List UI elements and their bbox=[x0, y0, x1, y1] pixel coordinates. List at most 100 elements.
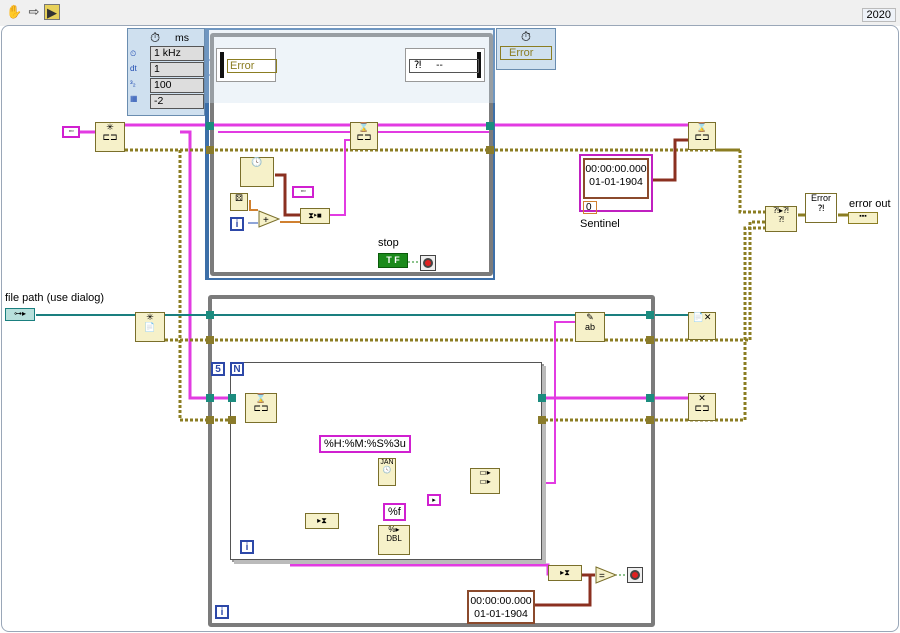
add-icon: + bbox=[258, 210, 281, 228]
sentinel-timestamp[interactable]: 00:00:00.000 01-01-1904 bbox=[583, 158, 649, 199]
toolbar: ✋ ⇨ ▶ 2020 bbox=[0, 0, 900, 26]
release-queue-icon: ✕⊏⊐ bbox=[694, 393, 710, 413]
release-queue-node[interactable]: ✕⊏⊐ bbox=[688, 393, 716, 421]
file-path-control[interactable]: ⊶▸ bbox=[5, 308, 35, 321]
tab-constant[interactable]: ▸ bbox=[427, 494, 441, 506]
unbundle-node[interactable]: ▸⧗ bbox=[305, 513, 339, 529]
right-data-node[interactable]: ⁈ -- bbox=[405, 48, 485, 82]
svg-text:+: + bbox=[263, 215, 269, 226]
tunnel bbox=[486, 146, 494, 154]
tunnel bbox=[228, 394, 236, 402]
offset-field[interactable]: 100 bbox=[150, 78, 204, 93]
stop-icon bbox=[423, 258, 433, 268]
concatenate-icon: ▭▸▭▸ bbox=[479, 468, 491, 486]
sentinel-value[interactable]: 0 bbox=[583, 201, 597, 214]
stop-terminal[interactable] bbox=[420, 255, 436, 271]
clock-icon-right: ⏱ bbox=[520, 29, 532, 44]
close-file-icon: 📄✕ bbox=[692, 312, 712, 322]
unbundle-compare-icon: ▸⧗ bbox=[560, 568, 570, 577]
enqueue-sentinel-node[interactable]: ⌛⊏⊐ bbox=[688, 122, 716, 150]
right-timed-panel[interactable]: ⏱ Error bbox=[496, 28, 556, 70]
version-badge: 2020 bbox=[861, 8, 896, 22]
dequeue-indicator: ⁈ -- bbox=[409, 59, 479, 73]
loop-count-terminal: N bbox=[230, 362, 244, 376]
tunnel bbox=[646, 336, 654, 344]
tunnel bbox=[646, 394, 654, 402]
file-path-label: file path (use dialog) bbox=[5, 292, 105, 304]
clock-icon: ⏱ bbox=[150, 30, 161, 45]
offset-icon: ³₂ bbox=[130, 79, 136, 88]
stop-label: stop bbox=[378, 237, 399, 249]
timed-loop-frame[interactable] bbox=[205, 28, 495, 280]
bottom-date: 01-01-1904 bbox=[474, 608, 528, 620]
tunnel bbox=[646, 416, 654, 424]
unbundle-icon: ▸⧗ bbox=[317, 516, 327, 525]
sentinel-cluster[interactable]: 00:00:00.000 01-01-1904 0 bbox=[579, 154, 653, 214]
timing-source-field[interactable]: 1 kHz bbox=[150, 46, 204, 61]
bottom-timestamp-constant[interactable]: 00:00:00.000 01-01-1904 bbox=[467, 590, 535, 624]
error-handler-icon: Error⁈ bbox=[811, 193, 831, 213]
timing-source-icon: ⏲ bbox=[130, 49, 137, 58]
run-icon[interactable]: ▶ bbox=[44, 4, 60, 20]
timed-loop-config-panel[interactable]: ⏱ ms ⏲ dt ³₂ ▦ 1 kHz 1 100 -2 bbox=[127, 28, 205, 116]
iteration-terminal-top: i bbox=[230, 217, 244, 231]
unbundle-compare-node[interactable]: ▸⧗ bbox=[548, 565, 582, 581]
priority-field[interactable]: -2 bbox=[150, 94, 204, 109]
tunnel bbox=[206, 122, 214, 130]
file-icon: ✳📄 bbox=[144, 312, 156, 332]
concatenate-strings-node[interactable]: ▭▸▭▸ bbox=[470, 468, 500, 494]
enqueue-sentinel-icon: ⌛⊏⊐ bbox=[694, 122, 710, 142]
tunnel bbox=[206, 336, 214, 344]
time-format-constant[interactable]: %H:%M:%S%3u bbox=[319, 435, 411, 453]
random-number-node[interactable]: ⚄ bbox=[230, 193, 248, 211]
while-loop-bottom-frame[interactable] bbox=[208, 295, 655, 627]
dequeue-node[interactable]: ⌛⊏⊐ bbox=[245, 393, 277, 423]
close-file-node[interactable]: 📄✕ bbox=[688, 312, 716, 340]
equal-node[interactable]: = bbox=[595, 566, 618, 584]
cluster-constant[interactable]: ▫▫ bbox=[292, 186, 314, 198]
format-time-node[interactable]: JAN🕓 bbox=[378, 458, 396, 486]
write-file-icon: ✎ab bbox=[584, 312, 595, 332]
dt-field[interactable]: 1 bbox=[150, 62, 204, 77]
priority-icon: ▦ bbox=[130, 94, 138, 103]
tunnel bbox=[538, 394, 546, 402]
add-node[interactable]: + bbox=[258, 210, 281, 228]
while-loop-frame[interactable] bbox=[210, 33, 493, 276]
loop-count-constant[interactable]: 5 bbox=[211, 362, 225, 376]
iteration-terminal-bottom: i bbox=[215, 605, 229, 619]
timed-row-symbols: ⏲ dt ³₂ ▦ bbox=[130, 46, 138, 106]
error-cluster-left: Error bbox=[227, 59, 277, 73]
number-format-constant[interactable]: %f bbox=[383, 503, 406, 521]
simple-error-handler-node[interactable]: Error⁈ bbox=[805, 193, 837, 223]
stop-constant[interactable]: T F bbox=[378, 253, 408, 268]
obtain-queue-icon: ✳⊏⊐ bbox=[102, 122, 118, 142]
open-file-node[interactable]: ✳📄 bbox=[135, 312, 165, 342]
hand-tool-icon[interactable]: ✋ bbox=[6, 4, 23, 19]
arrow-icon[interactable]: ⇨ bbox=[28, 4, 40, 19]
bottom-time: 00:00:00.000 bbox=[470, 595, 532, 607]
tunnel bbox=[538, 416, 546, 424]
equal-icon: = bbox=[595, 566, 618, 584]
error-cluster-right: Error bbox=[500, 46, 552, 60]
get-time-node[interactable]: 🕓 bbox=[240, 157, 274, 187]
tunnel bbox=[206, 416, 214, 424]
format-into-string-node[interactable]: %▸DBL bbox=[378, 525, 410, 555]
bottom-stop-terminal[interactable] bbox=[627, 567, 643, 583]
timed-loop-unit: ms bbox=[175, 32, 189, 44]
write-text-file-node[interactable]: ✎ab bbox=[575, 312, 605, 342]
dice-icon: ⚄ bbox=[235, 193, 243, 203]
queue-type-constant[interactable]: ▫▫ bbox=[62, 126, 80, 138]
tunnel bbox=[646, 311, 654, 319]
merge-errors-node[interactable]: ⁈▸⁈⁈ bbox=[765, 206, 797, 232]
dequeue-status-icon: ⁈ bbox=[414, 60, 422, 71]
error-out-indicator[interactable]: ▪▪▪ bbox=[848, 212, 878, 224]
sentinel-label: Sentinel bbox=[580, 218, 620, 230]
svg-text:=: = bbox=[599, 571, 605, 582]
tunnel bbox=[228, 416, 236, 424]
dequeue-icon: ⌛⊏⊐ bbox=[253, 393, 269, 413]
bundle-node[interactable]: ⧗▸■ bbox=[300, 208, 330, 224]
obtain-queue-node[interactable]: ✳⊏⊐ bbox=[95, 122, 125, 152]
enqueue-node[interactable]: ⌛⊏⊐ bbox=[350, 122, 378, 150]
clock-node-icon: 🕓 bbox=[251, 157, 263, 167]
left-data-node[interactable]: Error bbox=[216, 48, 277, 82]
